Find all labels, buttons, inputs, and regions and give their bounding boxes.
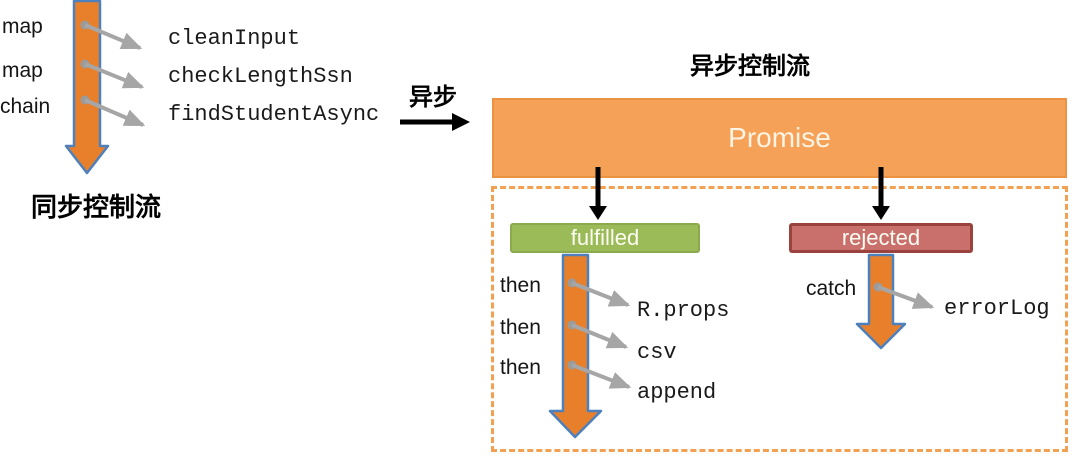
sync-op-label-chain: chain (0, 95, 51, 118)
async-title: 异步控制流 (690, 54, 810, 80)
then-op-label-1: then (500, 274, 541, 297)
catch-op-label: catch (806, 277, 857, 300)
fulfilled-fn-append: append (637, 380, 717, 405)
sync-op-label-map-2: map (2, 59, 43, 82)
sync-caption: 同步控制流 (31, 193, 162, 222)
sync-flow-arrow (64, 0, 110, 175)
promise-box: Promise (492, 98, 1067, 178)
promise-states-dashed-container (491, 186, 1068, 452)
chain-connector-arrow-icon (80, 95, 146, 127)
rejected-state-label: rejected (841, 225, 921, 250)
fulfilled-state-label: fulfilled (570, 225, 640, 250)
map-connector-arrow-icon (80, 59, 145, 89)
sync-fn-checkLengthSsn: checkLengthSsn (168, 64, 353, 89)
fulfilled-fn-rprops: R.props (637, 298, 730, 323)
fulfilled-state-box: fulfilled (510, 223, 700, 253)
map-connector-arrow-icon (80, 20, 143, 50)
sync-op-label-map-1: map (2, 15, 43, 38)
fulfilled-fn-csv: csv (637, 340, 677, 365)
transition-label: 异步 (409, 85, 457, 111)
sync-fn-findStudentAsync: findStudentAsync (168, 102, 380, 127)
async-transition-arrow-icon (400, 113, 470, 131)
then-op-label-3: then (500, 356, 541, 379)
rejected-state-box: rejected (789, 223, 973, 253)
promise-label: Promise (728, 122, 831, 153)
rejected-fn-errorLog: errorLog (944, 296, 1050, 321)
then-op-label-2: then (500, 316, 541, 339)
sync-fn-cleanInput: cleanInput (168, 26, 301, 51)
